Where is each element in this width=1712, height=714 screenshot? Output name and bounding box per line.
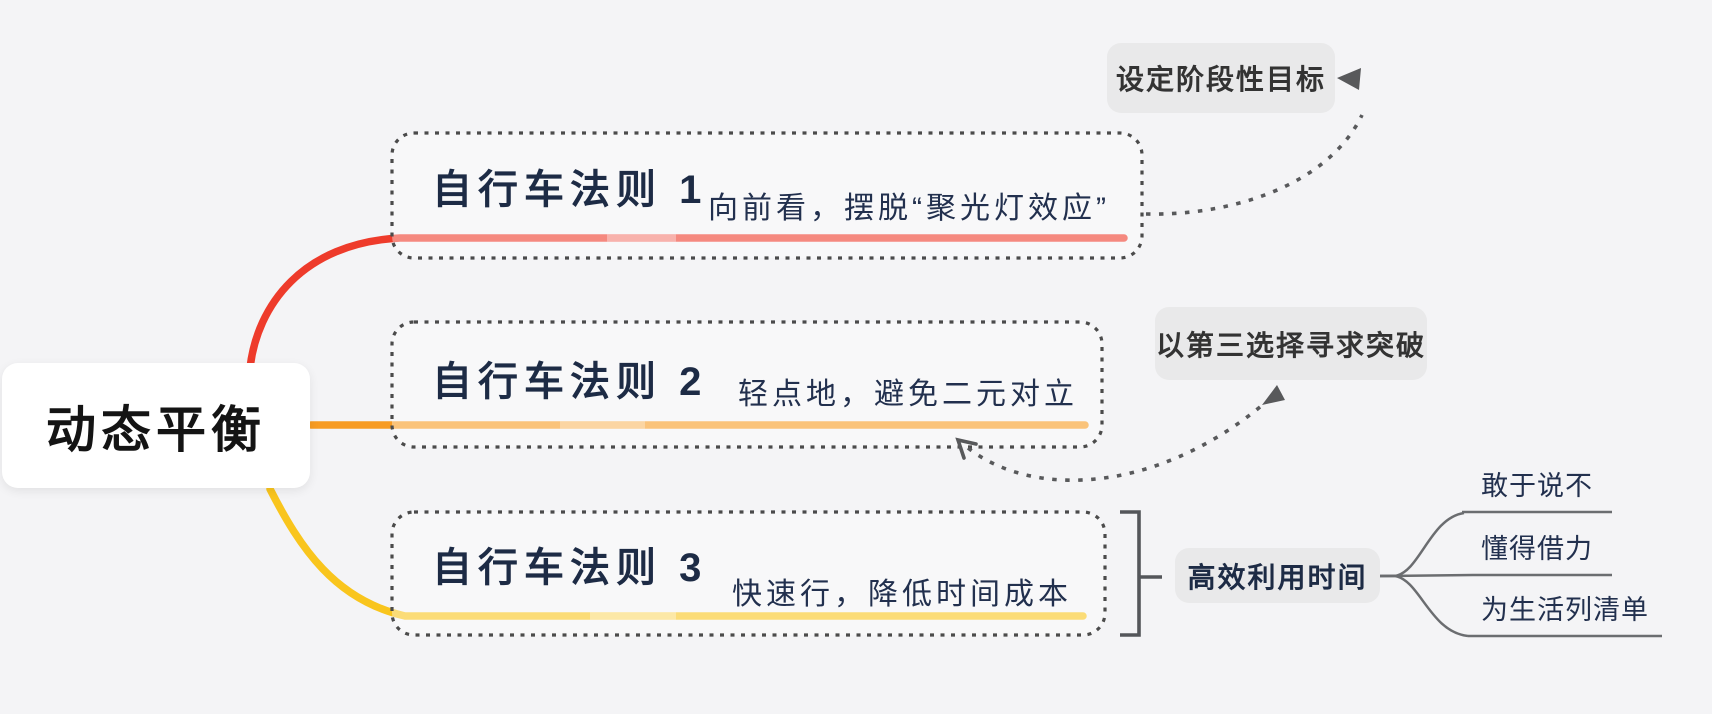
floating-topic-breakthrough[interactable]: 以第三选择寻求突破 [1155, 307, 1427, 380]
branch-line-rule1 [246, 234, 1128, 372]
rule2-title[interactable]: 自行车法则 2 [432, 360, 708, 404]
rule2-outline-box[interactable] [390, 320, 1104, 449]
child-topic-leverage[interactable]: 懂得借力 [1481, 534, 1593, 564]
rule3-outline-box[interactable] [390, 510, 1107, 637]
floating-topic-time-label: 高效利用时间 [1187, 561, 1368, 593]
child-topic-life-list[interactable]: 为生活列清单 [1481, 595, 1649, 625]
root-topic[interactable]: 动态平衡 [2, 363, 310, 488]
relationship-arrow-rule1-goal [1145, 114, 1364, 216]
branch-line-rule3 [266, 485, 1087, 620]
child-connector-3 [1380, 574, 1469, 638]
group-bracket [1120, 510, 1162, 637]
child-topic-say-no[interactable]: 敢于说不 [1481, 471, 1593, 501]
floating-topic-breakthrough-label: 以第三选择寻求突破 [1155, 329, 1426, 361]
child-connector-1 [1380, 511, 1465, 578]
arrowhead-chevron-icon [955, 437, 978, 460]
floating-topic-goal[interactable]: 设定阶段性目标 [1107, 43, 1335, 113]
root-topic-label: 动态平衡 [46, 401, 266, 458]
floating-topic-goal-label: 设定阶段性目标 [1115, 64, 1326, 95]
floating-topic-time[interactable]: 高效利用时间 [1175, 548, 1380, 603]
arrowhead-up-icon [1262, 385, 1285, 405]
rule3-note[interactable]: 快速行，降低时间成本 [732, 578, 1072, 611]
rule3-title[interactable]: 自行车法则 3 [432, 546, 708, 590]
rule1-title[interactable]: 自行车法则 1 [432, 168, 708, 212]
rule2-note[interactable]: 轻点地，避免二元对立 [738, 378, 1078, 411]
rule1-outline-box[interactable] [390, 131, 1144, 260]
rule1-note[interactable]: 向前看，摆脱“聚光灯效应” [708, 192, 1110, 225]
arrowhead-left-icon [1337, 68, 1361, 90]
